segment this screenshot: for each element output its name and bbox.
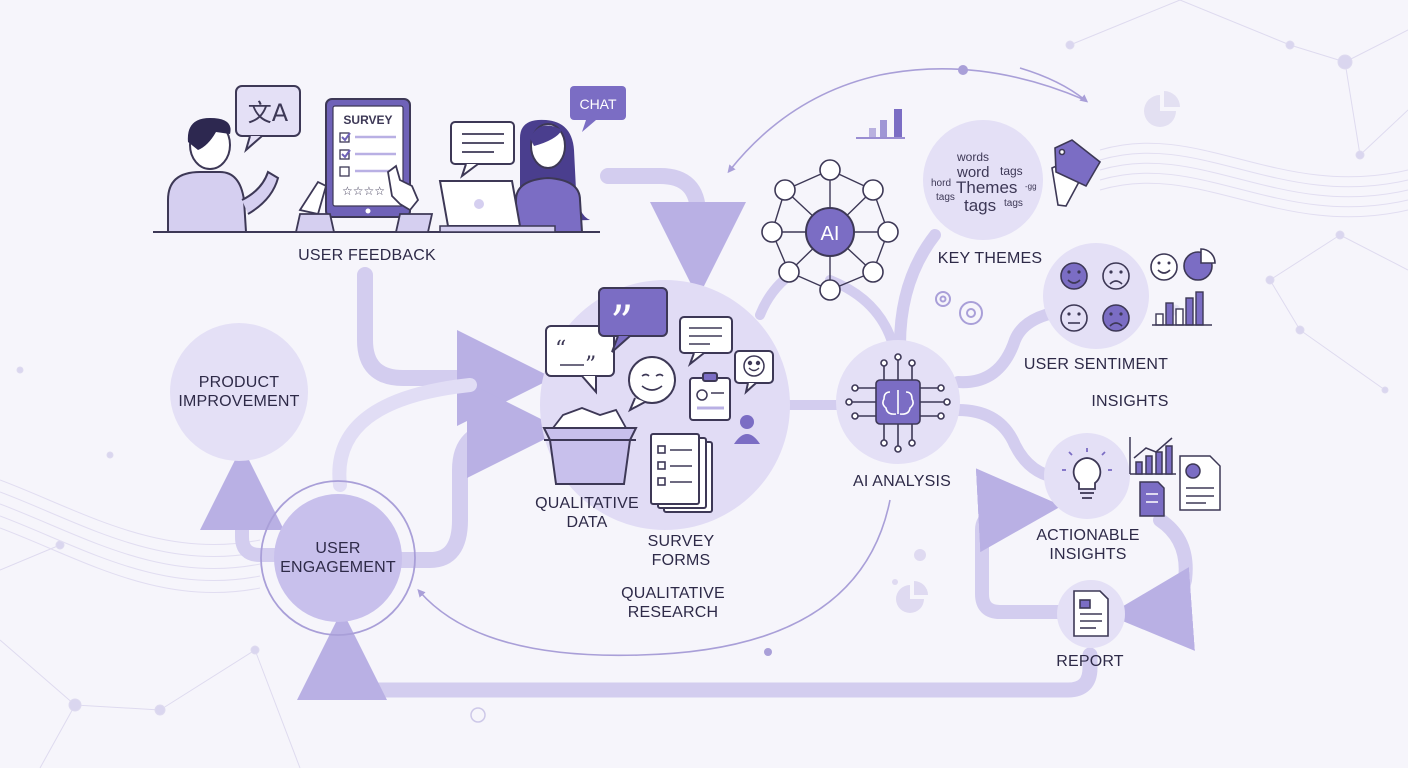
message-bubble-icon <box>450 121 515 179</box>
thin-arrows <box>417 65 1089 657</box>
basket-icon <box>542 407 638 485</box>
person-icon <box>734 415 760 444</box>
smiley-icon <box>1150 253 1178 281</box>
svg-text:tags: tags <box>1000 164 1023 178</box>
pie-chart-icon <box>1183 248 1216 281</box>
user-feedback-scene: 文A SURVEY ☆☆☆☆ CHAT <box>153 85 626 233</box>
trend-chart-icon <box>1129 437 1176 475</box>
ai-hub-text: AI <box>821 223 840 245</box>
quote-bubble-icon: “ ” <box>545 325 615 395</box>
label-key-themes: KEY THEMES <box>937 250 1043 267</box>
survey-title: SURVEY <box>343 113 392 127</box>
svg-text:“: “ <box>555 337 566 362</box>
label-qualitative-research: QUALITATIVE RESEARCH <box>621 585 725 621</box>
svg-text:”: ” <box>585 353 596 378</box>
quote-purple-bubble-icon: ” <box>598 287 668 353</box>
svg-text:☆☆☆☆: ☆☆☆☆ <box>342 184 385 198</box>
qualitative-data-icons: “ ” ” <box>542 287 774 513</box>
arrow-feedback-to-data <box>357 267 553 426</box>
sentiment-faces <box>1060 262 1130 332</box>
product-improvement-circle <box>170 323 308 461</box>
report-document-icon <box>1073 590 1109 637</box>
emoji-bubble-icon <box>734 350 774 395</box>
person-right-icon <box>515 119 590 233</box>
arrow-chat-to-data <box>600 168 746 298</box>
text-bubble-icon <box>679 316 733 367</box>
label-report: REPORT <box>1056 653 1124 670</box>
user-engagement-circle <box>274 494 402 622</box>
connector-ai-sentiment <box>952 304 1076 389</box>
document-icon <box>1139 481 1165 517</box>
svg-text:”: ” <box>610 295 634 349</box>
survey-forms-icon <box>650 433 713 513</box>
translate-glyph: 文A <box>248 99 289 127</box>
connector-hub-ai <box>825 275 898 350</box>
chat-bubble: CHAT <box>570 86 626 132</box>
connector-ai-themes <box>894 229 941 351</box>
ai-chip-icon <box>845 353 951 453</box>
gears-icon <box>935 291 983 325</box>
svg-text:tags: tags <box>936 192 955 203</box>
ai-network-icon: AI <box>761 159 899 301</box>
svg-text:words: words <box>956 150 989 164</box>
svg-text:hord: hord <box>931 178 951 189</box>
document-chart-icon <box>1179 455 1221 511</box>
svg-text:-gg: -gg <box>1025 182 1037 191</box>
arrow-report-to-engagement <box>297 610 1098 700</box>
smile-bubble-icon <box>628 356 676 413</box>
label-actionable-insights: ACTIONABLE INSIGHTS <box>1036 527 1140 563</box>
arrow-report-to-insights <box>975 468 1067 619</box>
label-ai-analysis: AI ANALYSIS <box>853 473 951 490</box>
chat-label: CHAT <box>579 96 617 112</box>
label-user-feedback: USER FEEDBACK <box>298 247 436 264</box>
label-survey-forms: SURVEY FORMS <box>647 533 715 569</box>
label-qualitative-data: QUALITATIVE DATA <box>535 495 639 531</box>
key-themes-circle <box>923 120 1043 240</box>
id-card-icon <box>689 372 731 421</box>
person-left-icon <box>167 118 280 233</box>
arrow-engagement-to-data <box>392 382 563 568</box>
arrow-engagement-up <box>332 378 477 492</box>
background-waves <box>0 142 1408 594</box>
label-user-engagement: USER ENGAGEMENT <box>280 540 396 576</box>
lightbulb-icon <box>1062 448 1112 499</box>
sentiment-bar-chart-icon <box>1152 291 1212 326</box>
svg-text:tags: tags <box>1004 198 1023 209</box>
laptop-icon <box>438 180 556 233</box>
label-user-sentiment: USER SENTIMENT <box>1023 356 1169 373</box>
label-product-improvement: PRODUCT IMPROVEMENT <box>178 374 300 410</box>
survey-tablet: SURVEY ☆☆☆☆ <box>294 98 434 233</box>
user-engagement-ring <box>260 480 416 636</box>
svg-text:word: word <box>956 164 990 181</box>
bar-chart-icon <box>856 109 905 139</box>
svg-text:Themes: Themes <box>956 178 1017 197</box>
label-insights: INSIGHTS <box>1091 393 1169 410</box>
connector-ai-insights <box>952 404 1066 484</box>
svg-text:tags: tags <box>964 196 996 215</box>
translate-bubble: 文A <box>235 85 301 153</box>
arrow-insights-to-report <box>1108 513 1195 651</box>
word-cloud: words word tags hord Themes -gg tags tag… <box>931 150 1037 215</box>
tags-icon <box>1051 139 1102 207</box>
arrow-engagement-to-improvement <box>200 446 292 562</box>
